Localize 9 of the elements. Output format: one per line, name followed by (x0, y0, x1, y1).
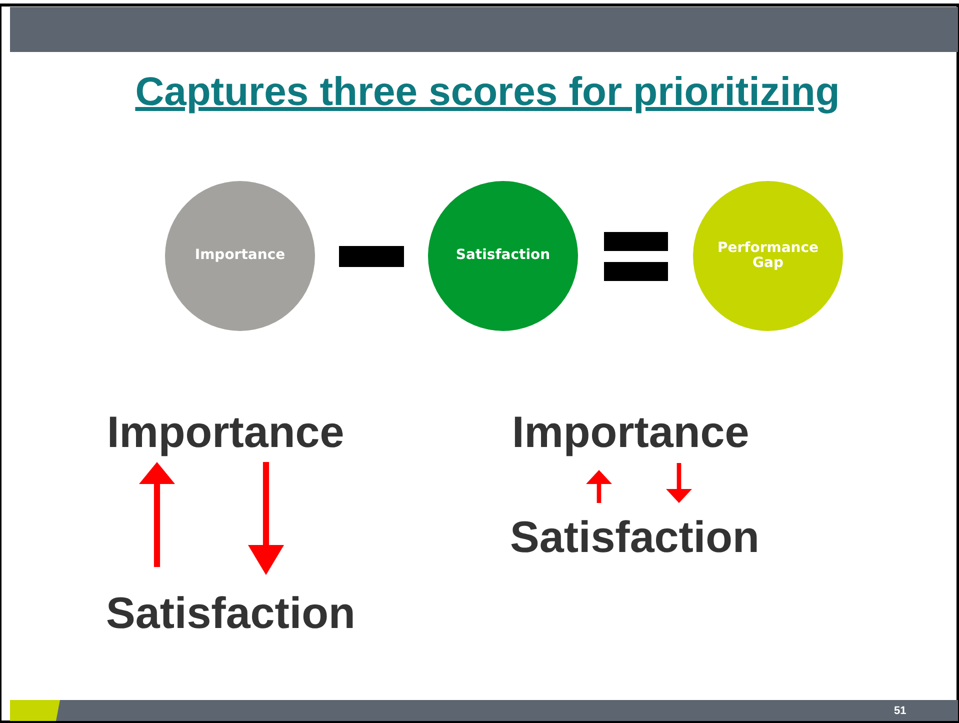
circle-label: Satisfaction (454, 248, 552, 264)
page-number: 51 (894, 706, 906, 717)
term-label: Satisfaction (106, 592, 356, 636)
term-label: Importance (512, 411, 750, 455)
term-label: Satisfaction (510, 516, 760, 560)
term-label: Importance (107, 411, 344, 455)
circle-label: Importance (194, 248, 286, 264)
slide-title: Captures three scores for prioritizing (135, 70, 840, 114)
circle-label: Performance Gap (716, 240, 820, 272)
